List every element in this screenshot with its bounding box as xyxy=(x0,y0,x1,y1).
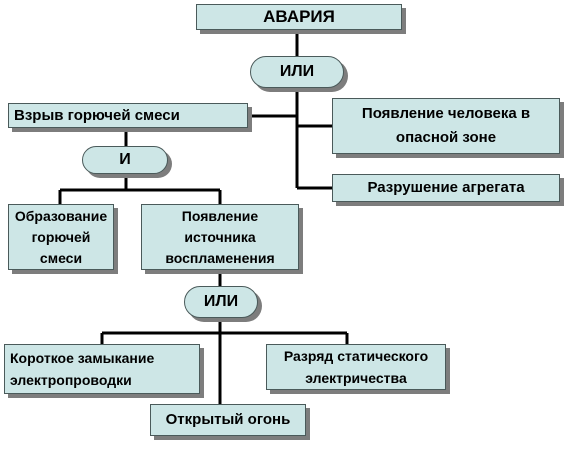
static-discharge-box: Разряд статического электричества xyxy=(266,344,446,390)
short-circuit-box: Короткое замыкание электропроводки xyxy=(4,344,200,394)
top-event-box: АВАРИЯ xyxy=(196,4,402,30)
or-gate-top-label: ИЛИ xyxy=(279,63,315,80)
static-discharge-label: Разряд статического электричества xyxy=(283,348,429,386)
open-fire-label: Открытый огонь xyxy=(165,411,291,428)
top-event-label: АВАРИЯ xyxy=(263,7,335,26)
person-in-danger-label: Появление человека в опасной зоне xyxy=(361,105,531,146)
explosion-box: Взрыв горючей смеси xyxy=(8,103,248,128)
mixture-formation-label: Образование горючей смеси xyxy=(14,207,108,266)
open-fire-box: Открытый огонь xyxy=(150,404,306,436)
mixture-formation-box: Образование горючей смеси xyxy=(8,204,114,270)
and-gate-label: И xyxy=(119,151,131,168)
person-in-danger-box: Появление человека в опасной зоне xyxy=(332,98,560,154)
short-circuit-label: Короткое замыкание электропроводки xyxy=(10,350,155,388)
unit-destruction-box: Разрушение агрегата xyxy=(332,174,560,202)
or-gate-top: ИЛИ xyxy=(250,56,344,88)
explosion-label: Взрыв горючей смеси xyxy=(14,106,180,124)
or-gate-bottom: ИЛИ xyxy=(184,286,258,318)
and-gate: И xyxy=(82,146,168,174)
ignition-source-label: Появление источника воспламенения xyxy=(165,207,275,266)
ignition-source-box: Появление источника воспламенения xyxy=(141,204,299,270)
or-gate-bottom-label: ИЛИ xyxy=(203,293,239,310)
unit-destruction-label: Разрушение агрегата xyxy=(367,179,525,196)
